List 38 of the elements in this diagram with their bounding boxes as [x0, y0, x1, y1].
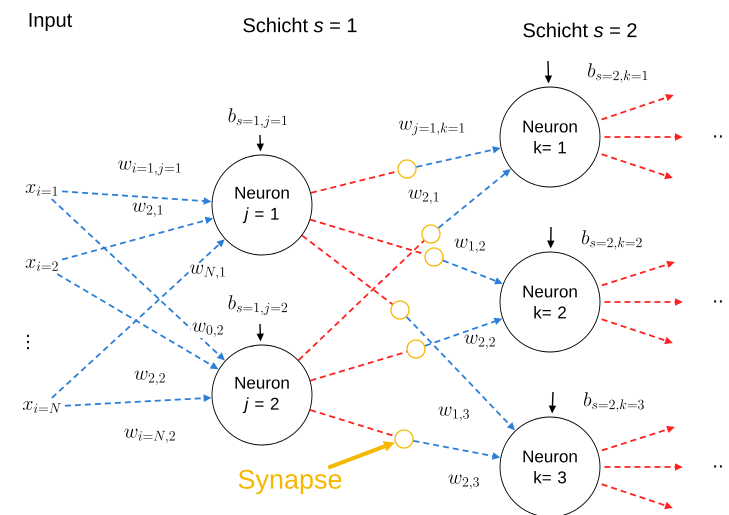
weight-label: $w_{0,2}$: [191, 322, 225, 338]
input-label: $x_{i=2}$: [26, 259, 58, 271]
synapse-circle: [406, 339, 426, 359]
connector-line: [310, 409, 396, 438]
connector-line: [298, 240, 425, 361]
layer-title: Schicht s = 1: [243, 18, 357, 32]
ellipsis: ⋮: [27, 334, 29, 350]
synapse-circle: [424, 247, 444, 267]
weight-label: $w_{1,3}$: [437, 406, 471, 422]
input-label: $x_{i=N}$: [22, 401, 61, 413]
synapse-label: Synapse: [238, 470, 342, 494]
synapse-circle: [397, 159, 417, 179]
connector-line: [310, 350, 408, 382]
weight-label: $w_{1,2}$: [453, 238, 487, 254]
bias-label: $b_{s=2,k=1}$: [588, 63, 648, 83]
synapse-circle: [390, 300, 410, 320]
weight-label: $w_{2,2}$: [463, 334, 497, 350]
bias-label: $b_{s=2,k=2}$: [582, 230, 642, 250]
weight-label: $w_{j=1,k=1}$: [397, 120, 467, 136]
bias-label: $b_{s=1,j=1}$: [228, 108, 287, 128]
synapse-circle: [421, 224, 441, 244]
weight-label: $w_{i=N,2}$: [122, 428, 178, 444]
layer-title: Schicht s = 2: [523, 22, 636, 38]
layer-title: Input: [30, 13, 72, 31]
synapse-circle: [394, 429, 414, 449]
input-label: $x_{i=1}$: [26, 184, 58, 196]
weight-label: $w_{2,3}$: [447, 474, 481, 490]
weight-label: $w_{i=1,j=1}$: [116, 160, 184, 176]
weight-label: $w_{N,1}$: [188, 264, 228, 280]
ellipsis: ··: [714, 465, 722, 468]
bias-label: $b_{s=2,k=3}$: [584, 392, 644, 412]
ellipsis: ··: [714, 135, 722, 138]
connector-line: [302, 234, 393, 305]
weight-label: $w_{2,2}$: [133, 370, 167, 386]
weight-label: $w_{2,1}$: [407, 188, 441, 206]
ellipsis: ··: [714, 300, 722, 303]
weight-label: $w_{2,1}$: [131, 202, 165, 218]
bias-label: $b_{s=1,j=2}$: [228, 295, 288, 315]
